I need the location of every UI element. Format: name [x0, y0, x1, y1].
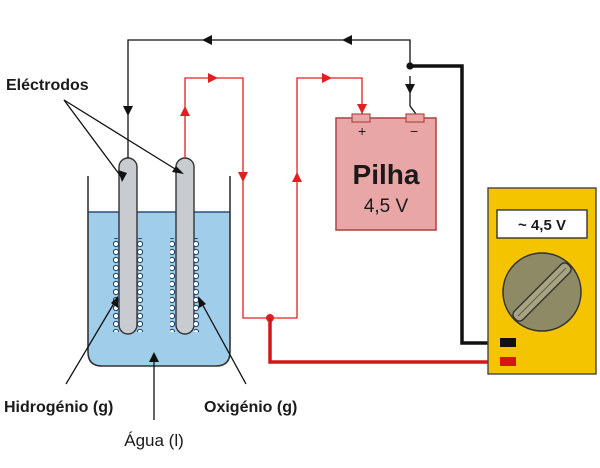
beaker-wall — [87, 176, 231, 367]
beaker — [87, 176, 231, 367]
water-label: Água (l) — [124, 431, 184, 450]
battery-negative-label: − — [410, 123, 418, 139]
multimeter: ~ 4,5 V — [487, 187, 597, 375]
terminal-plug-icon — [500, 357, 516, 366]
arrow-icon — [180, 73, 367, 182]
multimeter-reading: ~ 4,5 V — [518, 217, 566, 234]
electrode-oxygen — [170, 157, 200, 335]
battery-terminal-negative — [405, 113, 425, 123]
multimeter-display — [496, 209, 588, 239]
dial-knob-icon — [512, 262, 572, 322]
hydrogen-label: Hidrogénio (g) — [4, 399, 113, 416]
bubble-pattern-icon — [113, 238, 119, 332]
battery: + − Pilha 4,5 V — [335, 113, 437, 231]
battery-positive-label: + — [358, 123, 366, 139]
battery-voltage: 4,5 V — [364, 196, 409, 217]
oxygen-label: Oxigénio (g) — [204, 399, 297, 416]
arrow-icon — [123, 35, 415, 116]
electrodes-label: Eléctrodos — [6, 77, 89, 94]
water — [88, 212, 230, 366]
wire-red-meter — [268, 318, 502, 364]
wire-black-meter — [406, 62, 502, 345]
water-pointer — [149, 352, 159, 420]
battery-name: Pilha — [353, 159, 420, 190]
battery-terminal-positive — [351, 113, 371, 123]
electrodes-pointer — [63, 99, 184, 182]
hydrogen-pointer — [65, 296, 118, 385]
terminal-plug-icon — [500, 338, 516, 347]
oxygen-pointer — [198, 296, 247, 385]
